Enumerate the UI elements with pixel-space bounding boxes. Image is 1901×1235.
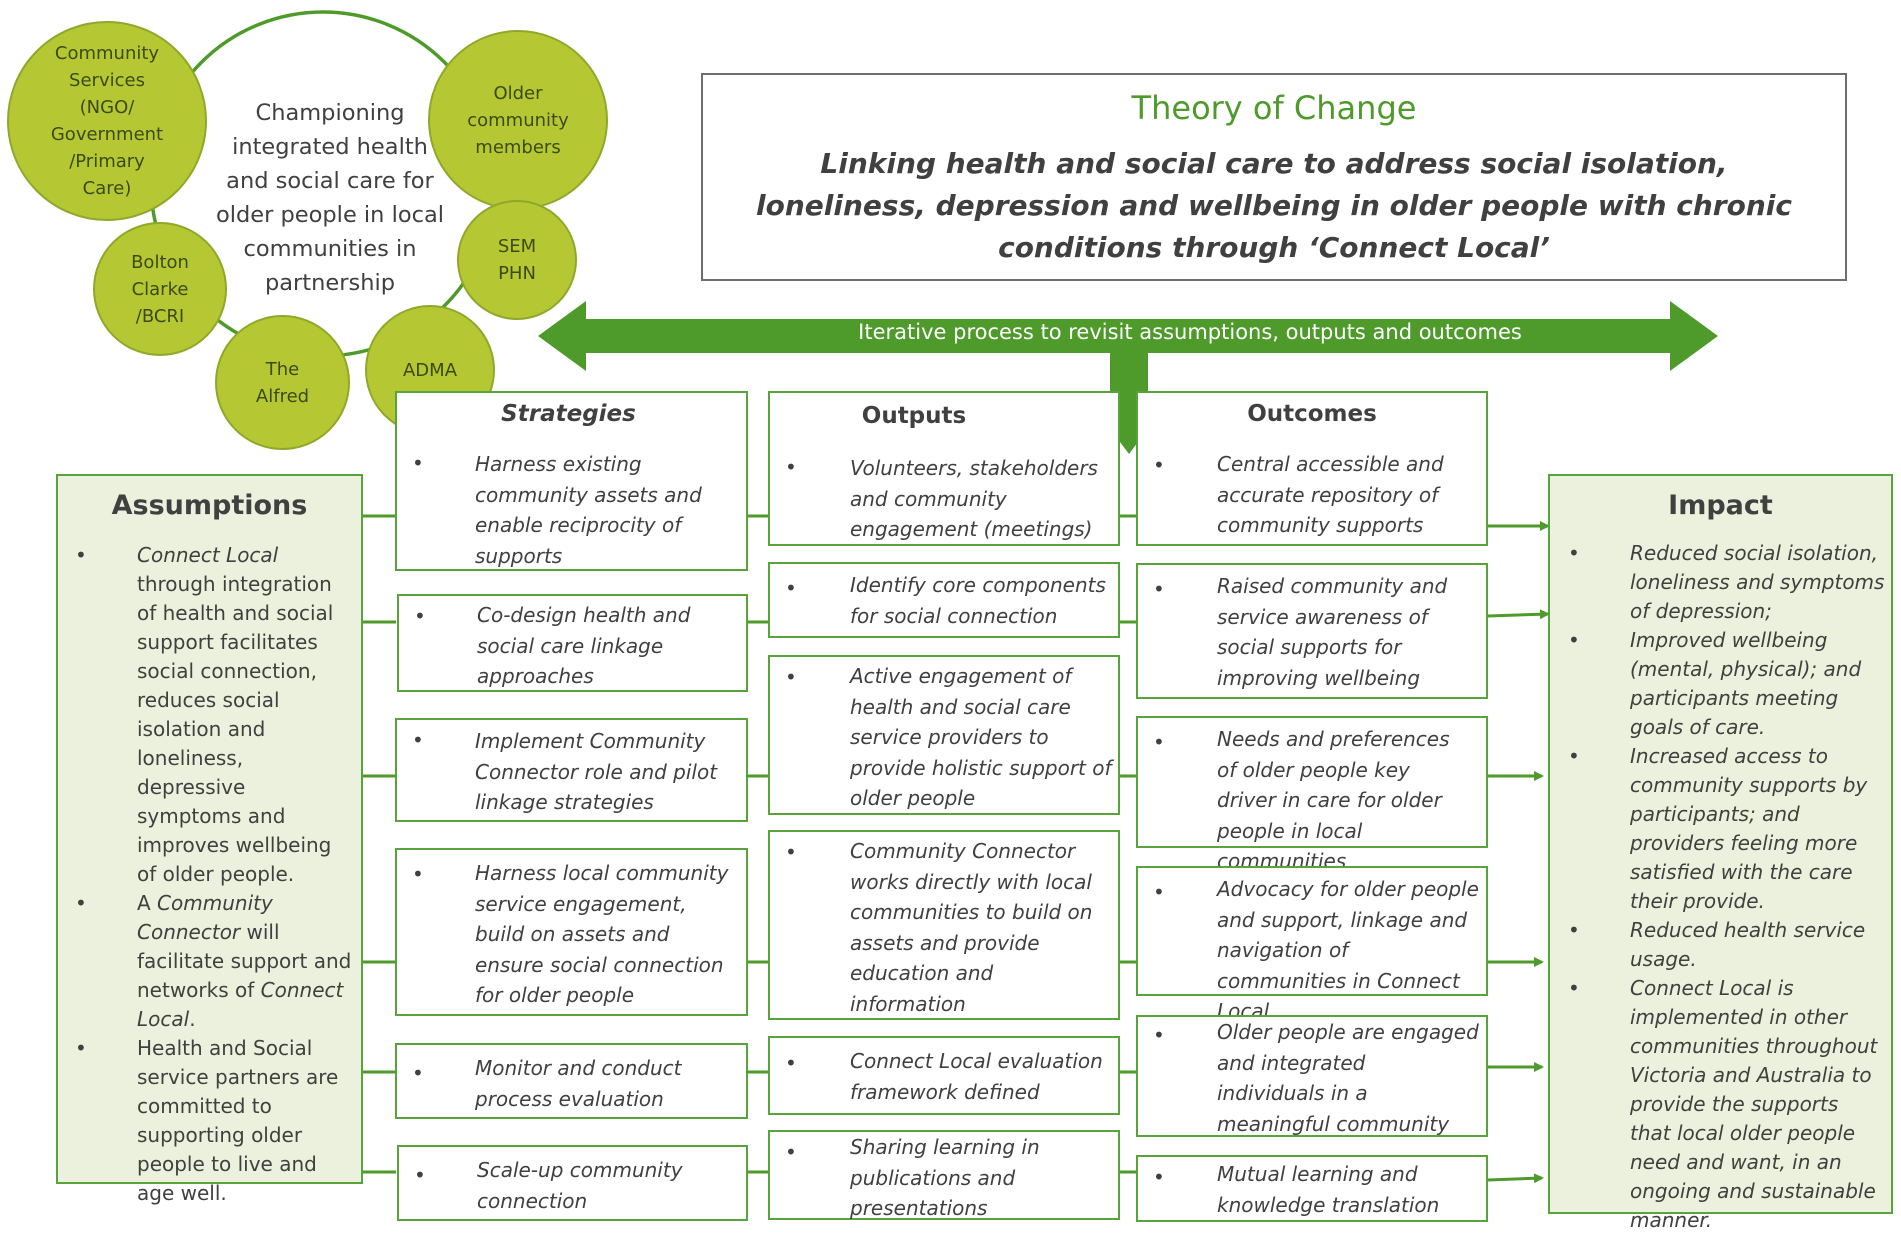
impact-item: •Increased access to community supports …	[1568, 744, 1868, 913]
assumptions-panel: Assumptions •Connect Local through integ…	[56, 474, 363, 1205]
strategies-heading: Strategies	[501, 401, 636, 427]
partner-alfred-label: The Alfred	[255, 358, 310, 407]
output-text: Sharing learning in publications and pre…	[850, 1135, 1040, 1220]
strategy-box-2: • Co-design health and social care linka…	[397, 594, 748, 692]
strategy-text: Implement Community Connector role and p…	[475, 729, 718, 814]
outcome-text: Mutual learning and knowledge translatio…	[1217, 1162, 1440, 1217]
theory-of-change-box: Theory of Change Linking health and soci…	[701, 73, 1847, 281]
strategy-text: Co-design health and social care linkage…	[477, 603, 691, 688]
output-box-5: • Connect Local evaluation framework def…	[768, 1036, 1120, 1115]
assumption-connectors	[362, 514, 396, 1174]
output-text: Connect Local evaluation framework defin…	[850, 1049, 1103, 1104]
partner-older-members-label: Older community members	[467, 82, 569, 158]
partnership-hub-text: Championing integrated health and social…	[215, 100, 445, 296]
strategy-box-6: • Scale-up community connection	[397, 1145, 748, 1221]
outcome-box-2: • Raised community and service awareness…	[1136, 563, 1488, 699]
output-text: Identify core components for social conn…	[850, 573, 1106, 628]
impact-item: •Connect Local is implemented in other c…	[1568, 976, 1878, 1232]
assumption-item: •A Community Connector will facilitate s…	[75, 891, 352, 1031]
strategy-box-3: • Implement Community Connector role and…	[395, 718, 748, 822]
outcome-text: Needs and preferences of older people ke…	[1217, 727, 1450, 873]
partner-older-community-members: Older community members	[428, 30, 608, 210]
theory-of-change-title: Theory of Change	[1131, 89, 1417, 127]
output-text: Community Connector works directly with …	[850, 839, 1093, 1016]
strategy-text: Scale-up community connection	[477, 1158, 683, 1213]
theory-of-change-subtitle: Linking health and social care to addres…	[756, 147, 1792, 264]
impact-arrows	[1487, 521, 1550, 1184]
output-box-2: • Identify core components for social co…	[768, 562, 1120, 638]
outcome-box-4: • Advocacy for older people and support,…	[1136, 866, 1488, 1023]
partner-the-alfred: The Alfred	[215, 315, 350, 450]
outcome-text: Older people are engaged and integrated …	[1217, 1020, 1479, 1136]
outcome-box-3: • Needs and preferences of older people …	[1136, 716, 1488, 873]
partner-adma-label: ADMA	[402, 359, 458, 381]
outcome-text: Raised community and service awareness o…	[1217, 574, 1448, 690]
strategy-text: Harness local community service engageme…	[475, 861, 729, 1007]
output-box-1: Outputs • Volunteers, stakeholders and c…	[768, 391, 1120, 546]
partner-bolton-label: Bolton Clarke /BCRI	[131, 251, 189, 327]
impact-item: •Improved wellbeing (mental, physical); …	[1568, 628, 1862, 739]
outcome-text: Central accessible and accurate reposito…	[1217, 452, 1444, 537]
assumption-item: •Connect Local through integration of he…	[75, 543, 334, 886]
output-outcome-connectors	[1120, 514, 1136, 1174]
strategy-box-5: • Monitor and conduct process evaluation	[395, 1043, 748, 1119]
iterative-process-arrow	[538, 301, 1718, 371]
impact-heading: Impact	[1668, 490, 1773, 521]
outcome-text: Advocacy for older people and support, l…	[1217, 877, 1479, 1023]
strategy-output-connectors	[748, 514, 768, 1174]
output-box-3: • Active engagement of health and social…	[768, 655, 1120, 815]
assumptions-heading: Assumptions	[111, 490, 308, 521]
iterative-process-label: Iterative process to revisit assumptions…	[858, 320, 1522, 344]
outputs-heading: Outputs	[861, 403, 967, 429]
output-text: Volunteers, stakeholders and community e…	[850, 456, 1098, 541]
partner-community-services-label: Community Services (NGO/ Government /Pri…	[50, 43, 164, 199]
strategy-text: Monitor and conduct process evaluation	[475, 1056, 682, 1111]
output-text: Active engagement of health and social c…	[850, 664, 1112, 810]
strategy-box-1: Strategies • Harness existing community …	[395, 391, 748, 571]
impact-item: •Reduced health service usage.	[1568, 918, 1866, 971]
output-box-6: • Sharing learning in publications and p…	[768, 1130, 1120, 1220]
strategy-text: Harness existing community assets and en…	[475, 452, 702, 568]
assumption-item: •Health and Social service partners are …	[75, 1036, 339, 1205]
strategy-box-4: • Harness local community service engage…	[395, 848, 748, 1016]
outcome-box-1: Outcomes • Central accessible and accura…	[1136, 391, 1488, 546]
partner-bolton-clarke: Bolton Clarke /BCRI	[93, 222, 227, 356]
partner-sem-phn: SEM PHN	[457, 200, 577, 320]
outcomes-heading: Outcomes	[1247, 401, 1377, 427]
output-box-4: • Community Connector works directly wit…	[768, 830, 1120, 1020]
impact-panel: Impact •Reduced social isolation, loneli…	[1548, 474, 1893, 1232]
partner-community-services: Community Services (NGO/ Government /Pri…	[7, 21, 207, 221]
outcome-box-5: • Older people are engaged and integrate…	[1136, 1015, 1488, 1137]
partner-sem-phn-label: SEM PHN	[497, 236, 537, 284]
impact-item: •Reduced social isolation, loneliness an…	[1568, 541, 1885, 623]
outcome-box-6: • Mutual learning and knowledge translat…	[1136, 1155, 1488, 1222]
